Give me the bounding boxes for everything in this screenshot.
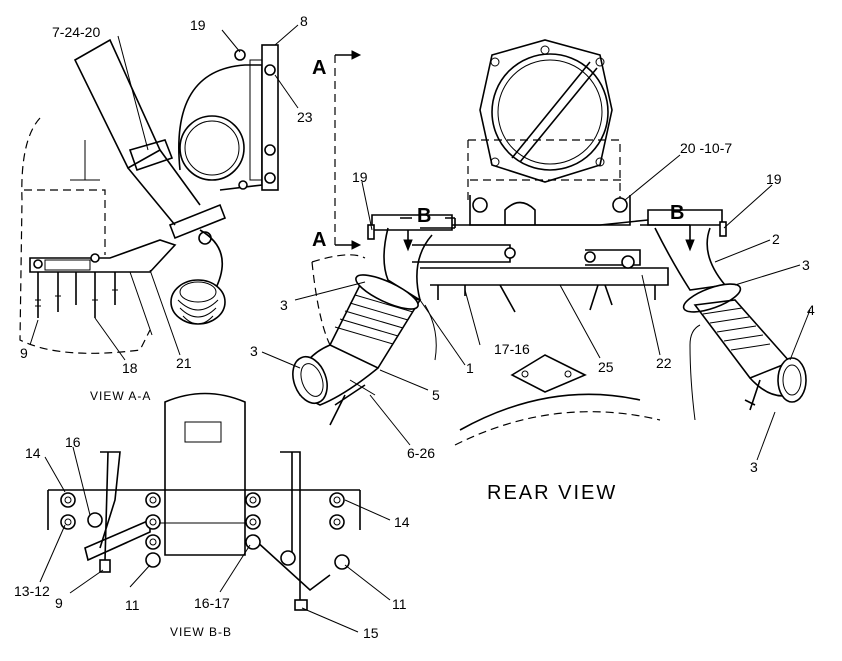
callout-8: 8 bbox=[300, 13, 308, 29]
callout-11-left: 11 bbox=[125, 597, 140, 613]
callout-6-26: 6-26 bbox=[407, 445, 435, 461]
callout-14-left: 14 bbox=[25, 445, 41, 461]
callout-20-10-7: 20 -10-7 bbox=[680, 140, 732, 156]
callout-13-12: 13-12 bbox=[14, 583, 50, 599]
callout-18: 18 bbox=[122, 360, 138, 376]
callout-17-16: 17-16 bbox=[494, 341, 530, 357]
section-a-bottom: A bbox=[312, 229, 326, 251]
callout-labels: 7-24-20 19 8 23 9 18 21 19 20 -10-7 19 2… bbox=[14, 13, 815, 641]
callout-9-bottom: 9 bbox=[55, 595, 63, 611]
view-b-b-label: VIEW B-B bbox=[170, 625, 232, 639]
leader-lines bbox=[29, 24, 811, 633]
rear-view-label: REAR VIEW bbox=[487, 482, 617, 504]
callout-4: 4 bbox=[807, 302, 815, 318]
callout-3-right-upper: 3 bbox=[802, 257, 810, 273]
callout-11-right: 11 bbox=[392, 596, 407, 612]
callout-19-rear-left: 19 bbox=[352, 169, 368, 185]
callout-5: 5 bbox=[432, 387, 440, 403]
callout-25: 25 bbox=[598, 359, 614, 375]
callout-16-17: 16-17 bbox=[194, 595, 230, 611]
callout-14-right: 14 bbox=[394, 514, 410, 530]
rear-view-drawing bbox=[292, 39, 807, 446]
callout-19-top: 19 bbox=[190, 17, 206, 33]
callout-1: 1 bbox=[466, 360, 474, 376]
callout-3-left-lower: 3 bbox=[250, 343, 258, 359]
callout-2: 2 bbox=[772, 231, 780, 247]
callout-9-left: 9 bbox=[20, 345, 28, 361]
view-b-b-drawing bbox=[47, 392, 361, 611]
callout-22: 22 bbox=[656, 355, 672, 371]
callout-23: 23 bbox=[297, 109, 313, 125]
callout-3-left-upper: 3 bbox=[280, 297, 288, 313]
section-a-top: A bbox=[312, 57, 326, 79]
callout-21: 21 bbox=[176, 355, 192, 371]
callout-19-rear-right: 19 bbox=[766, 171, 782, 187]
callout-15: 15 bbox=[363, 625, 379, 641]
callout-3-right-lower: 3 bbox=[750, 459, 758, 475]
section-b-right: B bbox=[670, 202, 684, 224]
section-b-left: B bbox=[417, 205, 431, 227]
callout-7-24-20: 7-24-20 bbox=[52, 24, 100, 40]
view-a-a-drawing bbox=[19, 38, 279, 354]
view-a-a-label: VIEW A-A bbox=[90, 389, 151, 403]
callout-16: 16 bbox=[65, 434, 81, 450]
